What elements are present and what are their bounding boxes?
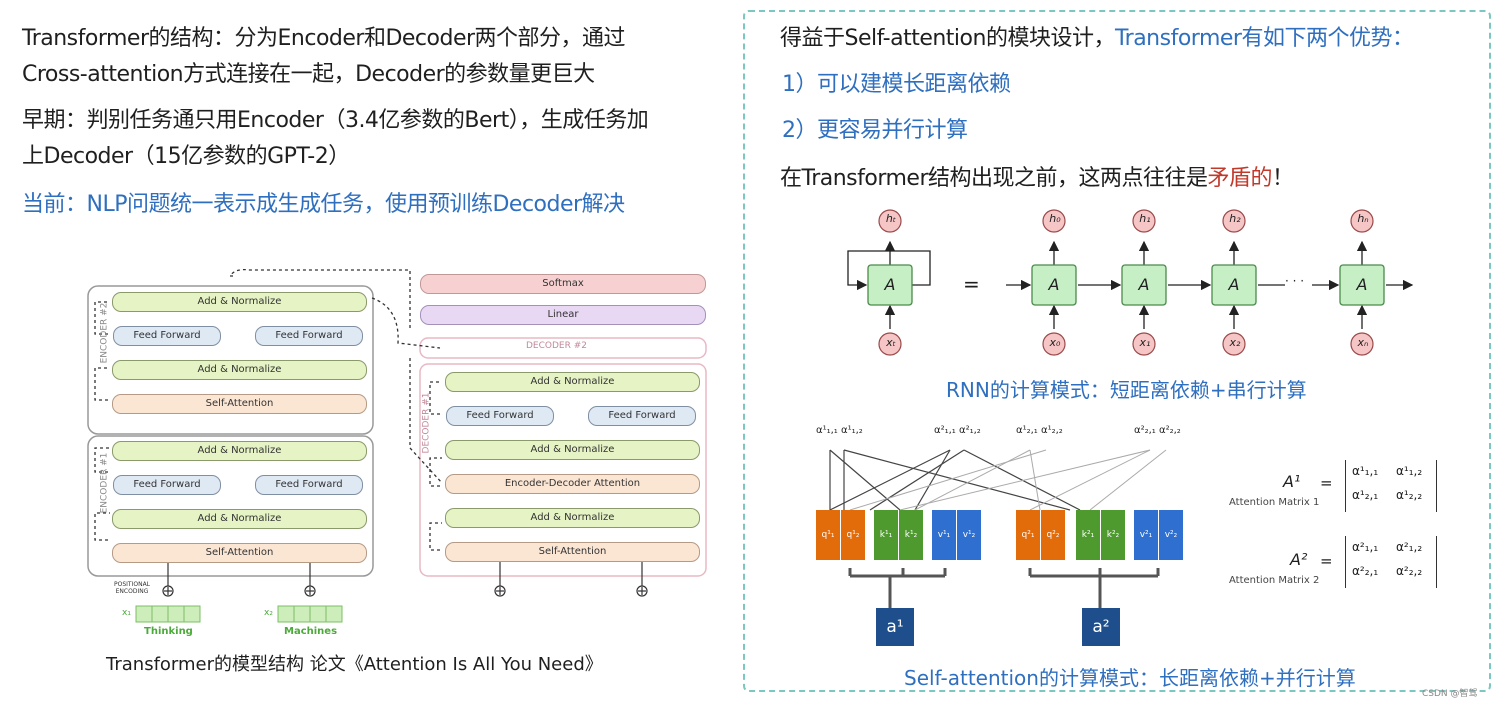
v-vector-2-1: v²₁ — [1134, 510, 1158, 560]
v-vector-1-2: v¹₂ — [957, 510, 981, 560]
softmax-block: Softmax — [420, 274, 706, 294]
matrix1-subtitle: Attention Matrix 1 — [1229, 497, 1320, 508]
enc1-feed-forward-1: Feed Forward — [113, 475, 221, 495]
enc2-feed-forward-2: Feed Forward — [255, 326, 363, 346]
alpha-labels-3: α¹₂,₁ α¹₂,₂ — [1016, 425, 1063, 436]
m1-cell-12: α¹₁,₂ — [1396, 464, 1423, 478]
decoder-1-label: DECODER #1 — [421, 392, 432, 454]
x-label-1: x₁ — [1139, 336, 1151, 349]
h-label-t: hₜ — [885, 212, 897, 225]
text-line-3: 早期：判别任务通只用Encoder（3.4亿参数的Bert），生成任务加 — [22, 108, 649, 133]
x2-label: x₂ — [264, 608, 273, 618]
rnn-cell-0: A — [1048, 275, 1060, 294]
enc2-feed-forward-1: Feed Forward — [113, 326, 221, 346]
word-thinking: Thinking — [144, 626, 193, 637]
encoder-1-label: ENCODER #1 — [99, 452, 110, 514]
transformer-lines — [87, 268, 707, 623]
rnn-cell-rolled: A — [884, 275, 896, 294]
text-line-4: 上Decoder（15亿参数的GPT-2） — [22, 144, 350, 169]
linear-block: Linear — [420, 305, 706, 325]
rnn-equals: = — [963, 272, 980, 296]
text-line-5: 当前：NLP问题统一表示成生成任务，使用预训练Decoder解决 — [22, 192, 625, 217]
input-a2: a² — [1082, 608, 1120, 646]
x-label-t: xₜ — [886, 336, 896, 349]
enc-dec-attention-block: Encoder-Decoder Attention — [445, 474, 700, 494]
dec1-add-normalize-top: Add & Normalize — [445, 372, 700, 392]
rnn-diagram — [847, 209, 1414, 356]
h-label-1: h₁ — [1139, 212, 1151, 225]
x-label-0: x₀ — [1049, 336, 1061, 349]
h-label-n: hₙ — [1357, 212, 1369, 225]
h-label-2: h₂ — [1229, 212, 1241, 225]
m2-cell-22: α²₂,₂ — [1396, 564, 1423, 578]
matrix2-name: A² — [1290, 550, 1308, 569]
matrix2-subtitle: Attention Matrix 2 — [1229, 575, 1320, 586]
contradiction-line: 在Transformer结构出现之前，这两点往往是矛盾的！ — [780, 166, 1294, 191]
matrix1-name: A¹ — [1283, 472, 1301, 491]
q-vector-1-2: q¹₂ — [841, 510, 865, 560]
watermark: CSDN @智驾 — [1422, 689, 1478, 699]
dec1-feed-forward-1: Feed Forward — [446, 406, 554, 426]
rnn-ellipsis: · · · — [1285, 274, 1305, 288]
rnn-cell-n: A — [1356, 275, 1368, 294]
enc2-add-normalize-top: Add & Normalize — [112, 292, 367, 312]
v-vector-2-2: v²₂ — [1159, 510, 1183, 560]
self-attention-lines — [829, 449, 1167, 608]
advantages-intro: 得益于Self-attention的模块设计，Transformer有如下两个优… — [780, 26, 1414, 51]
encoder-2-label: ENCODER #2 — [99, 302, 110, 364]
m2-cell-12: α²₁,₂ — [1396, 540, 1423, 554]
decoder-2-label: DECODER #2 — [526, 341, 587, 351]
alpha-labels-2: α²₁,₁ α²₁,₂ — [934, 425, 981, 436]
q-vector-2-2: q²₂ — [1041, 510, 1065, 560]
enc1-feed-forward-2: Feed Forward — [255, 475, 363, 495]
m2-cell-21: α²₂,₁ — [1352, 564, 1379, 578]
alpha-labels-4: α²₂,₁ α²₂,₂ — [1134, 425, 1181, 436]
rnn-caption: RNN的计算模式：短距离依赖+串行计算 — [946, 378, 1307, 402]
k-vector-2-1: k²₁ — [1076, 510, 1100, 560]
advantage-1: 1）可以建模长距离依赖 — [782, 72, 1011, 97]
matrix2-grid: α²₁,₁ α²₁,₂ α²₂,₁ α²₂,₂ — [1345, 536, 1437, 588]
k-vector-2-2: k²₂ — [1101, 510, 1125, 560]
enc1-self-attention: Self-Attention — [112, 543, 367, 563]
m1-cell-21: α¹₂,₁ — [1352, 488, 1379, 502]
m1-cell-22: α¹₂,₂ — [1396, 488, 1423, 502]
dec1-feed-forward-2: Feed Forward — [588, 406, 696, 426]
advantages-panel — [743, 10, 1491, 692]
enc1-add-normalize: Add & Normalize — [112, 509, 367, 529]
k-vector-1-1: k¹₁ — [874, 510, 898, 560]
matrix1-equals: = — [1320, 474, 1333, 492]
m1-cell-11: α¹₁,₁ — [1352, 464, 1379, 478]
text-line-1: Transformer的结构：分为Encoder和Decoder两个部分，通过 — [22, 26, 626, 51]
transformer-diagram: ENCODER #2 ENCODER #1 DECODER #1 DECODER… — [80, 268, 720, 653]
self-attention-caption: Self-attention的计算模式：长距离依赖+并行计算 — [904, 666, 1356, 690]
alpha-labels-1: α¹₁,₁ α¹₁,₂ — [816, 425, 863, 436]
matrix1-grid: α¹₁,₁ α¹₁,₂ α¹₂,₁ α¹₂,₂ — [1345, 460, 1437, 512]
enc2-self-attention: Self-Attention — [112, 394, 367, 414]
x-label-2: x₂ — [1229, 336, 1241, 349]
enc1-add-normalize-top: Add & Normalize — [112, 441, 367, 461]
advantage-2: 2）更容易并行计算 — [782, 118, 968, 143]
word-machines: Machines — [284, 626, 338, 637]
dec1-add-normalize: Add & Normalize — [445, 508, 700, 528]
h-label-0: h₀ — [1049, 212, 1061, 225]
rnn-cell-2: A — [1228, 275, 1240, 294]
matrix2-equals: = — [1320, 552, 1333, 570]
q-vector-1-1: q¹₁ — [816, 510, 840, 560]
text-line-2: Cross-attention方式连接在一起，Decoder的参数量更巨大 — [22, 62, 595, 87]
x-label-n: xₙ — [1357, 336, 1369, 349]
transformer-caption: Transformer的模型结构 论文《Attention Is All You… — [106, 654, 603, 675]
enc2-add-normalize: Add & Normalize — [112, 360, 367, 380]
rnn-cell-1: A — [1138, 275, 1150, 294]
dec1-add-normalize-mid: Add & Normalize — [445, 440, 700, 460]
m2-cell-11: α²₁,₁ — [1352, 540, 1379, 554]
q-vector-2-1: q²₁ — [1016, 510, 1040, 560]
dec1-self-attention: Self-Attention — [445, 542, 700, 562]
k-vector-1-2: k¹₂ — [899, 510, 923, 560]
input-a1: a¹ — [876, 608, 914, 646]
x1-label: x₁ — [122, 608, 131, 618]
v-vector-1-1: v¹₁ — [932, 510, 956, 560]
